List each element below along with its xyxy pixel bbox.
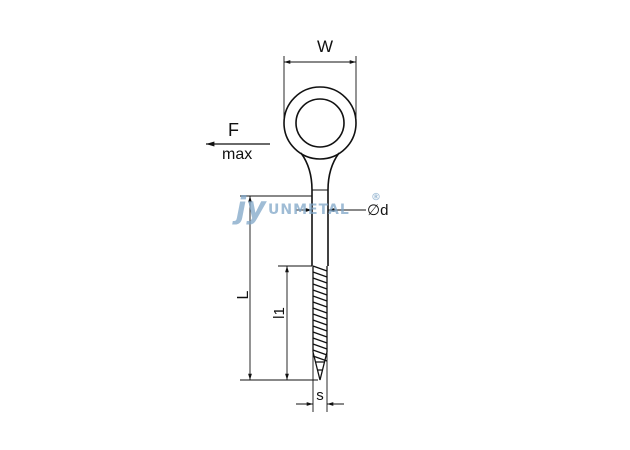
eye-ring: [283, 86, 357, 160]
watermark-brand: UNMETAL: [268, 202, 350, 218]
thread-length-label: l1: [271, 307, 288, 319]
length-label: L: [235, 290, 252, 299]
force-subscript-label: max: [222, 146, 252, 163]
diameter-label: ∅d: [367, 202, 388, 219]
watermark-mark: jy: [232, 191, 267, 226]
watermark-registered: ®: [371, 192, 381, 203]
shank-label: s: [316, 387, 324, 404]
screw-thread: [312, 265, 328, 381]
eye-neck: [300, 152, 340, 191]
shank-dimension: [296, 352, 344, 412]
brand-watermark: jy UNMETAL ®: [232, 191, 381, 226]
width-dimension: [283, 56, 357, 118]
force-label: F: [228, 120, 239, 140]
thread-length-dimension: [278, 265, 312, 381]
screw-shank: [311, 190, 329, 266]
width-label: W: [317, 37, 333, 56]
